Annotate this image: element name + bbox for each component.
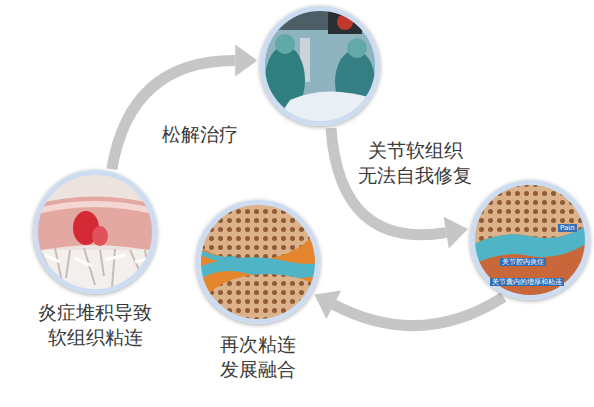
picture-label: 关节囊内的增厚和粘连 (490, 278, 564, 286)
picture-circle (260, 6, 380, 126)
surgeon-head (275, 34, 295, 54)
inflamed-spot (92, 226, 108, 246)
picture-label: 关节腔内炎症 (500, 258, 546, 266)
picture-node: 炎症堆积导致 软组织粘连 (29, 170, 161, 350)
picture-node: 再次粘连 发展融合 (196, 200, 320, 382)
arrow-head (314, 291, 341, 319)
monitor (328, 10, 362, 34)
cycle-arrow (112, 44, 257, 169)
arrow-shaft (334, 297, 504, 326)
arrow-head (235, 44, 257, 76)
joint-fluid (200, 252, 236, 259)
fibers (40, 248, 150, 288)
fibers (45, 255, 150, 266)
monitor-image (337, 14, 353, 30)
tissue-band (33, 197, 157, 253)
joint-picture (468, 178, 592, 302)
arrow-shaft (112, 60, 235, 169)
edge-label: 关节软组织 无法自我修复 (350, 138, 480, 188)
surgery-picture (258, 4, 382, 130)
bone (184, 184, 316, 260)
picture-circle (196, 200, 320, 324)
tissue-picture (30, 168, 160, 300)
cycle-arrow (314, 291, 503, 326)
picture-ground (468, 178, 592, 302)
picture-circle (33, 170, 157, 294)
node-caption: 再次粘连 发展融合 (196, 332, 320, 382)
arrow-head (444, 217, 468, 249)
node-caption: 炎症堆积导致 软组织粘连 (29, 300, 161, 350)
fused-joint-picture (184, 184, 334, 346)
surgeon-head (347, 38, 367, 58)
tissue (470, 240, 592, 302)
tissue-sheen (33, 204, 157, 212)
picture-label: Pain (558, 224, 577, 232)
edge-label: 松解治疗 (135, 122, 265, 147)
picture-node (260, 6, 380, 126)
